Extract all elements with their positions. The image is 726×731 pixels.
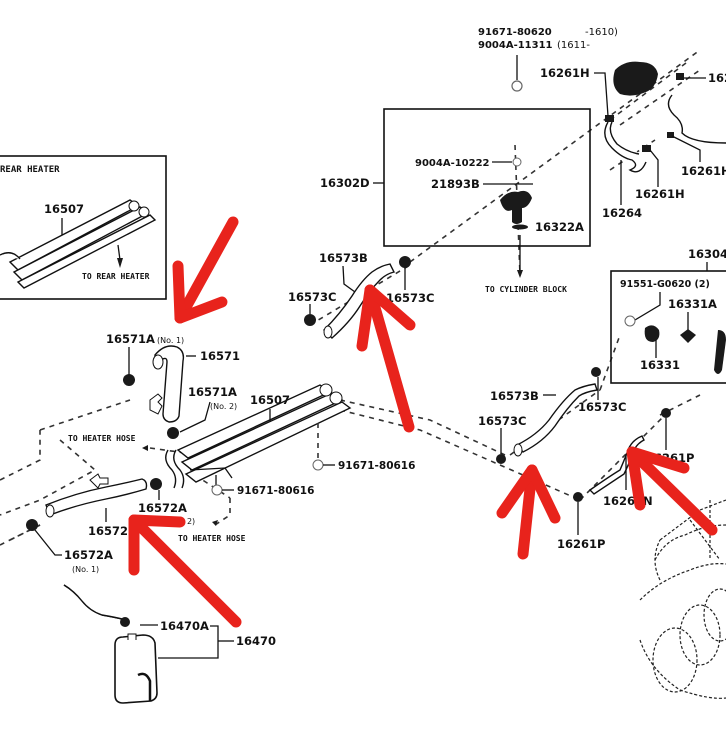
engine-outline xyxy=(639,499,726,699)
label-16331: 16331 xyxy=(640,358,680,372)
rear-heater-box: REAR HEATER 16507 TO REAR HEATER xyxy=(0,155,167,300)
reservoir-group: 16470A 16470 xyxy=(63,584,276,704)
label-16571a-1-no: (No. 1) xyxy=(157,336,184,345)
clamp-icon xyxy=(150,478,162,490)
top-bolt-callout: 91671-80620 -1610) 9004A-11311 (1611- xyxy=(478,27,618,92)
red-arrow-5 xyxy=(626,446,718,536)
bolt-icon xyxy=(624,315,636,327)
annotation-arrows xyxy=(128,216,718,628)
label-16322a: 16322A xyxy=(535,220,584,234)
label-16331a: 16331A xyxy=(668,297,717,311)
label-91671-80620: 91671-80620 xyxy=(478,27,552,38)
note-to-heater-hose-2: TO HEATER HOSE xyxy=(178,534,246,543)
label-16261-edge: 162 xyxy=(708,71,726,85)
hose-16264-group: 16261H 16261H 16264 162 16261H xyxy=(540,61,726,220)
label-21893b: 21893B xyxy=(431,177,480,191)
clamp-icon xyxy=(26,519,38,531)
clamp-icon xyxy=(591,367,601,377)
label-16470a: 16470A xyxy=(160,619,209,633)
note-to-cylinder-block: TO CYLINDER BLOCK xyxy=(485,285,567,294)
red-arrow-4 xyxy=(496,464,561,560)
label-16470: 16470 xyxy=(236,634,276,648)
label-16571a-2: 16571A xyxy=(188,385,237,399)
label-range-1: -1610) xyxy=(585,27,618,38)
thermostat-housing xyxy=(613,61,658,96)
label-16571a-2-no: (No. 2) xyxy=(210,402,237,411)
label-16573c-3: 16573C xyxy=(578,400,626,414)
label-16573c-1: 16573C xyxy=(288,290,336,304)
bypass-box: 16304 91551-G0620 (2) 16331A 16331 xyxy=(610,247,726,384)
clamp-icon xyxy=(123,374,135,386)
bolt-icon xyxy=(312,459,324,471)
label-16572: 16572 xyxy=(88,524,128,538)
bolt-icon xyxy=(211,484,223,496)
label-16573c-4: 16573C xyxy=(478,414,526,428)
label-91671-80616-a: 91671-80616 xyxy=(338,460,415,472)
label-16573b-2: 16573B xyxy=(490,389,539,403)
label-9004a-10222: 9004A-10222 xyxy=(415,158,490,169)
label-16261h-b: 16261H xyxy=(635,187,685,201)
clamp-icon xyxy=(399,256,411,268)
red-arrow-2 xyxy=(128,514,242,628)
hose-16571-group: 16571A (No. 1) 16571 16571A (No. 2) TO H… xyxy=(68,332,240,456)
red-arrow-3 xyxy=(356,284,416,433)
clamp-icon xyxy=(496,454,506,464)
label-16304: 16304 xyxy=(688,247,726,261)
note-to-heater-hose-1: TO HEATER HOSE xyxy=(68,434,136,443)
bolt-icon xyxy=(511,80,523,92)
heater-pipes-front: 16507 91671-80616 91671-80616 xyxy=(165,383,415,497)
water-outlet-part xyxy=(500,190,532,224)
direction-arrow-icon xyxy=(89,473,109,489)
clamp-icon xyxy=(661,408,671,418)
label-91551-g0620: 91551-G0620 (2) xyxy=(620,279,710,290)
label-16573b-1: 16573B xyxy=(319,251,368,265)
label-range-2: (1611- xyxy=(557,40,590,51)
label-16302d: 16302D xyxy=(320,176,370,190)
label-16507-rear: 16507 xyxy=(44,202,84,216)
water-outlet-box: 16302D 9004A-10222 21893B 16322A TO CYLI… xyxy=(320,108,591,294)
hose-16572-group: 16572A (No. 1) 16572 16572A (No. 2) TO H… xyxy=(26,473,246,574)
label-16572a-1: 16572A xyxy=(64,548,113,562)
label-16507-front: 16507 xyxy=(250,393,290,407)
direction-arrow-icon xyxy=(149,393,163,415)
red-arrow-1 xyxy=(172,216,239,324)
rear-heater-title: REAR HEATER xyxy=(0,165,60,175)
label-16261h-a: 16261H xyxy=(540,66,590,80)
label-91671-80616-b: 91671-80616 xyxy=(237,485,314,497)
label-16571a-1: 16571A xyxy=(106,332,155,346)
label-16572a-2: 16572A xyxy=(138,501,187,515)
clamp-icon xyxy=(167,427,179,439)
label-9004a-11311: 9004A-11311 xyxy=(478,40,553,51)
hose-16573b-center: 16573C 16573B 16573C xyxy=(288,251,434,339)
clamp-icon xyxy=(573,492,583,502)
label-16261p-2: 16261P xyxy=(557,537,605,551)
reservoir-tank-icon xyxy=(114,634,158,704)
label-16261h-c: 16261H xyxy=(681,164,726,178)
label-16571: 16571 xyxy=(200,349,240,363)
clamp-icon xyxy=(304,314,316,326)
label-16573c-2: 16573C xyxy=(386,291,434,305)
heater-pipes-rear xyxy=(0,199,157,289)
label-16264: 16264 xyxy=(602,206,642,220)
note-to-rear-heater: TO REAR HEATER xyxy=(82,272,150,281)
bolt-icon xyxy=(512,157,522,167)
label-16572a-1-no: (No. 1) xyxy=(72,565,99,574)
